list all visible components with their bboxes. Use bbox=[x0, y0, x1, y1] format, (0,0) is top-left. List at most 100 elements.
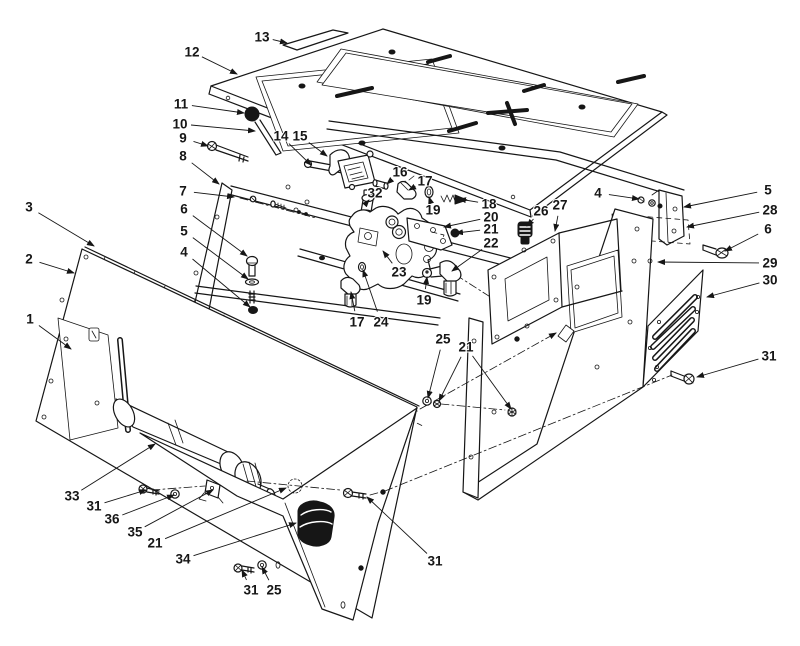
leader-line bbox=[423, 276, 430, 290]
bolt-6-right bbox=[702, 244, 729, 259]
part-number-label: 14 bbox=[273, 129, 289, 144]
leader-line bbox=[193, 140, 209, 147]
part-number-label: 9 bbox=[179, 131, 187, 146]
part-number-label: 29 bbox=[762, 256, 777, 271]
part-number-label: 1 bbox=[26, 312, 34, 327]
leader-line bbox=[164, 487, 287, 540]
callout-10: 10 bbox=[171, 116, 256, 134]
callout-19: 19 bbox=[415, 276, 433, 309]
leader-line bbox=[193, 191, 235, 200]
leader-line bbox=[458, 197, 479, 204]
leader-line bbox=[261, 566, 270, 581]
leader-line bbox=[426, 349, 441, 399]
part-number-label: 6 bbox=[180, 202, 188, 217]
callout-19: 19 bbox=[424, 196, 442, 219]
bolt-31-bottom bbox=[233, 563, 255, 574]
part-number-label: 21 bbox=[458, 340, 474, 355]
callout-9: 9 bbox=[178, 130, 209, 147]
bottom-panel bbox=[139, 407, 418, 621]
callout-36: 36 bbox=[103, 494, 175, 528]
callout-4: 4 bbox=[179, 244, 251, 308]
valve-body-23 bbox=[343, 205, 438, 291]
callout-14: 14 bbox=[272, 128, 312, 166]
callout-17: 17 bbox=[408, 173, 434, 191]
leader-line bbox=[362, 269, 378, 312]
callout-3: 3 bbox=[24, 199, 95, 247]
part-number-label: 25 bbox=[266, 583, 282, 598]
callout-25: 25 bbox=[261, 566, 283, 599]
leader-line bbox=[190, 124, 256, 134]
callout-34: 34 bbox=[174, 522, 297, 568]
callout-15: 15 bbox=[291, 128, 328, 157]
part-number-label: 11 bbox=[174, 97, 189, 112]
part-number-label: 36 bbox=[104, 512, 120, 527]
leader-line bbox=[696, 358, 759, 378]
elbow-17-top bbox=[396, 175, 417, 200]
part-number-label: 7 bbox=[179, 184, 187, 199]
part-number-label: 22 bbox=[483, 236, 498, 251]
cover-holes bbox=[225, 49, 586, 200]
callout-6: 6 bbox=[724, 221, 773, 252]
part-number-label: 23 bbox=[391, 265, 407, 280]
leader-line bbox=[472, 355, 512, 410]
leader-line bbox=[191, 162, 220, 185]
part-number-label: 5 bbox=[180, 224, 188, 239]
part-number-label: 19 bbox=[425, 203, 440, 218]
part-number-label: 8 bbox=[179, 149, 187, 164]
leader-line bbox=[192, 215, 248, 257]
leader-line bbox=[438, 356, 462, 402]
leader-line bbox=[81, 443, 156, 491]
part-number-label: 24 bbox=[373, 315, 389, 330]
leader-line bbox=[366, 496, 428, 554]
bolt-31-right bbox=[670, 370, 695, 385]
callout-25: 25 bbox=[426, 331, 452, 399]
part-number-label: 20 bbox=[483, 210, 498, 225]
part-number-label: 34 bbox=[175, 552, 191, 567]
hinge-tab bbox=[557, 324, 575, 343]
part-number-label: 17 bbox=[417, 174, 432, 189]
vent-panel bbox=[642, 269, 704, 388]
callout-31: 31 bbox=[85, 489, 147, 515]
part-number-label: 15 bbox=[292, 129, 308, 144]
part-number-label: 27 bbox=[552, 198, 567, 213]
vent-slots bbox=[650, 294, 698, 372]
callout-4: 4 bbox=[593, 185, 640, 202]
part-number-label: 31 bbox=[761, 349, 777, 364]
callout-5: 5 bbox=[179, 223, 249, 280]
o-ring-19-lower bbox=[425, 270, 429, 274]
callout-35: 35 bbox=[126, 489, 214, 541]
leader-line bbox=[201, 56, 238, 75]
part-number-label: 35 bbox=[127, 525, 143, 540]
callout-27: 27 bbox=[551, 197, 569, 232]
leader-line bbox=[362, 199, 370, 208]
part-number-label: 5 bbox=[764, 183, 772, 198]
part-number-label: 26 bbox=[533, 204, 549, 219]
part-number-label: 6 bbox=[764, 222, 772, 237]
callout-8: 8 bbox=[178, 148, 220, 185]
elbow-22 bbox=[421, 260, 462, 297]
washer-36 bbox=[170, 489, 180, 499]
part-number-label: 19 bbox=[416, 293, 431, 308]
leader-line bbox=[706, 282, 760, 299]
callout-31: 31 bbox=[696, 348, 778, 378]
callout-29: 29 bbox=[657, 255, 779, 272]
screw-train-7 bbox=[239, 195, 317, 219]
callout-6: 6 bbox=[179, 201, 248, 257]
leader-line bbox=[428, 196, 434, 205]
leader-line bbox=[192, 258, 251, 308]
callout-12: 12 bbox=[183, 44, 238, 75]
screw-set-4-right bbox=[637, 196, 663, 209]
pin-16 bbox=[372, 179, 389, 190]
part-number-label: 25 bbox=[435, 332, 451, 347]
leader-line bbox=[382, 250, 393, 264]
part-number-label: 33 bbox=[64, 489, 80, 504]
top-cover-panel bbox=[208, 28, 668, 218]
callout-24: 24 bbox=[362, 269, 390, 331]
washer-25-center bbox=[422, 396, 432, 406]
leader-line bbox=[686, 211, 760, 229]
cover-slots bbox=[335, 54, 646, 133]
callout-21: 21 bbox=[438, 339, 512, 410]
callout-23: 23 bbox=[382, 250, 408, 281]
callout-33: 33 bbox=[63, 443, 156, 505]
